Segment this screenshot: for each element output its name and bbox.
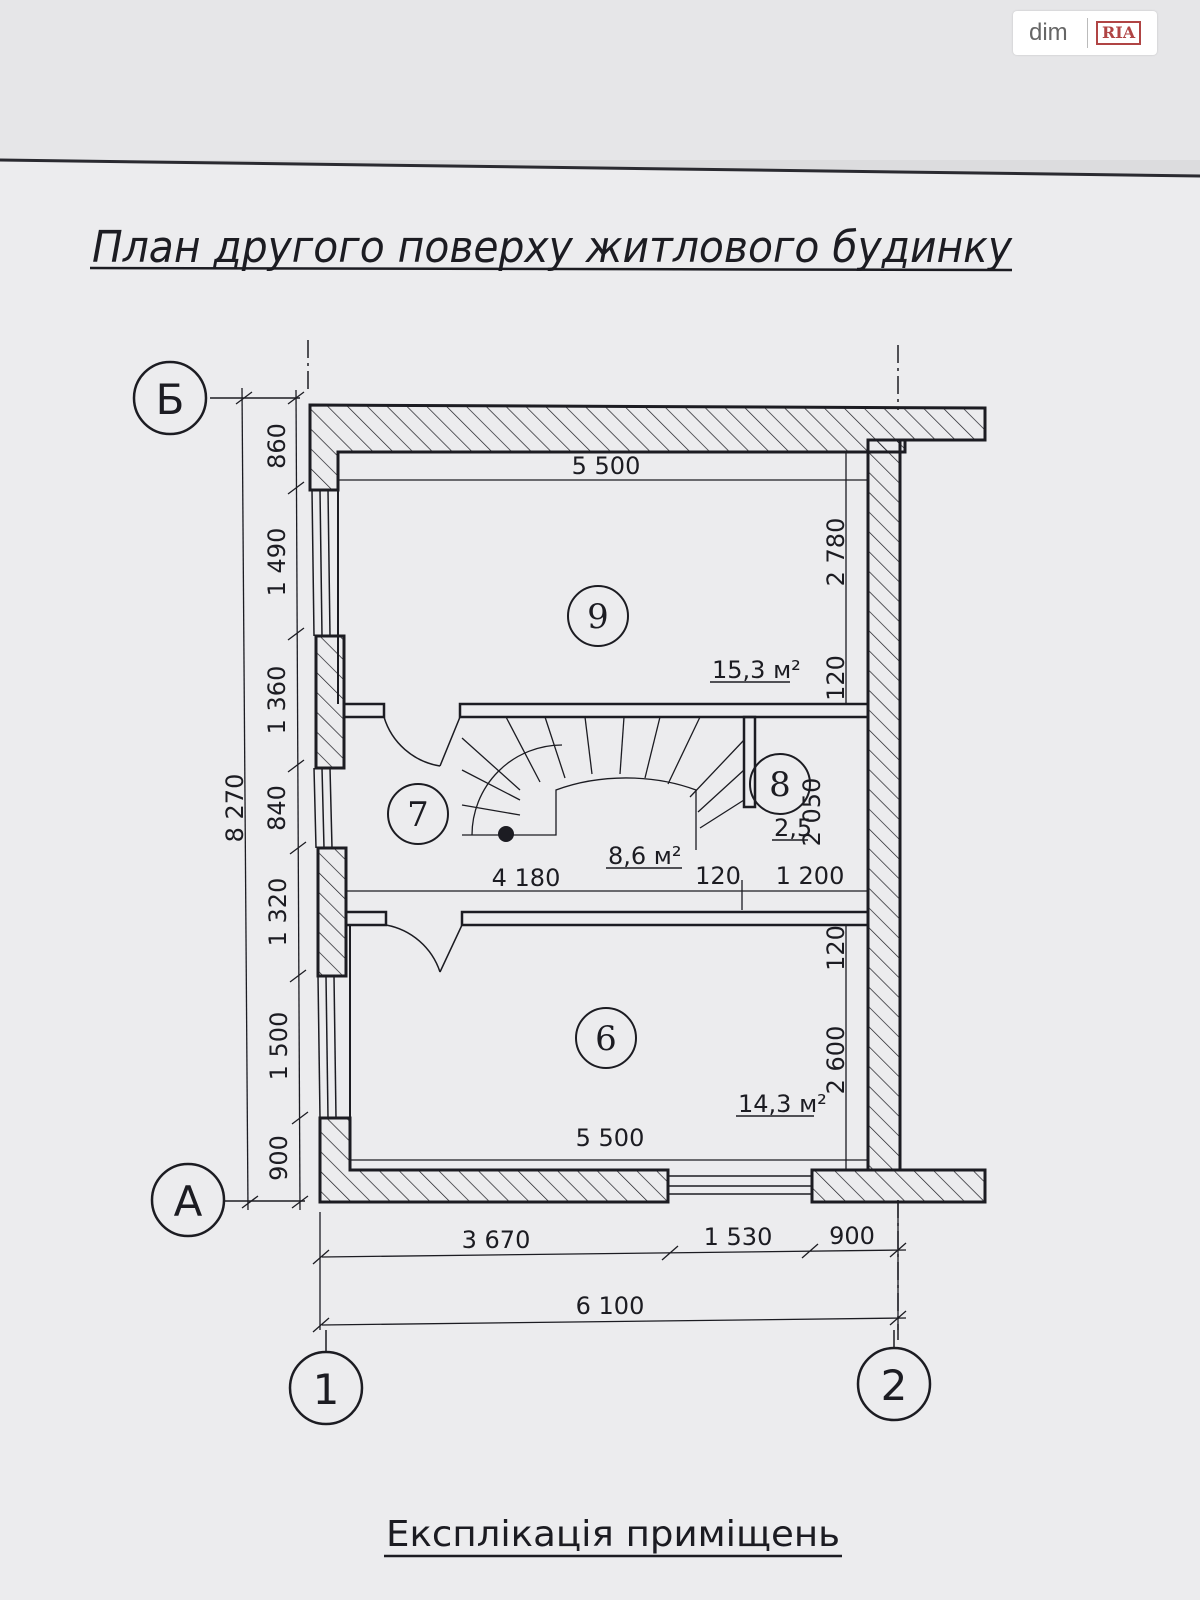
room-8-area: 2,5	[774, 814, 812, 842]
watermark-brand-ria: RIA	[1096, 21, 1142, 45]
axis-label-2: 2	[881, 1361, 908, 1410]
stair-treads	[461, 716, 745, 829]
room-6-area: 14,3 м²	[738, 1090, 827, 1118]
title-underline	[89, 266, 1013, 272]
dim-bottom-1: 3 670	[462, 1226, 531, 1254]
dim-bottom-2: 1 530	[704, 1223, 773, 1251]
plan-title: План другого поверху житлового будинку	[92, 222, 1013, 273]
axis-bubble-a	[150, 1162, 226, 1238]
dim-wall-low: 120	[822, 925, 850, 971]
room-7-number: 7	[407, 795, 429, 835]
dim-left-7: 900	[265, 1135, 293, 1181]
room-7-marker	[387, 783, 449, 845]
watermark-divider	[1087, 18, 1088, 48]
partition-7-6-left	[344, 910, 388, 927]
dim-r9-depth: 2 780	[822, 518, 850, 587]
axis-bubble-b	[132, 360, 208, 436]
dim-bottom-3: 900	[829, 1222, 875, 1250]
room-9-number: 9	[587, 597, 609, 637]
room-9-area: 15,3 м²	[712, 656, 801, 684]
left-windows	[311, 489, 337, 1119]
partition-7-8	[742, 715, 757, 809]
door-r7-r6	[385, 924, 463, 973]
bottom-dimension-ticks	[312, 1242, 907, 1333]
dim-left-2: 1 490	[263, 528, 291, 597]
left-pier-2	[316, 846, 348, 978]
dim-r8-depth: 2 050	[798, 778, 826, 847]
dim-r8-width: 1 200	[776, 862, 845, 890]
door-r7-r9	[383, 716, 461, 767]
dim-wall-top: 120	[822, 655, 850, 701]
dim-total-height: 8 270	[221, 774, 249, 843]
dim-r6-width: 5 500	[576, 1124, 645, 1152]
dim-left-4: 840	[263, 785, 291, 831]
axis-label-1: 1	[313, 1365, 340, 1414]
dim-r7-width: 4 180	[492, 864, 561, 892]
partition-9-7-left	[342, 702, 386, 719]
stair-post	[498, 826, 514, 842]
room-8-number: 8	[769, 765, 791, 805]
dim-r6-depth: 2 600	[822, 1026, 850, 1095]
room-7-area: 8,6 м²	[608, 842, 682, 870]
stair-stringer	[462, 777, 697, 850]
bottom-window	[668, 1175, 812, 1195]
dim-left-3: 1 360	[263, 666, 291, 735]
left-dimension-lines	[235, 387, 309, 1211]
sheet-edge	[0, 158, 1200, 178]
axis-label-b: Б	[156, 375, 185, 424]
dim-ria-watermark: dim RIA	[1013, 11, 1157, 55]
axis-label-a: А	[174, 1177, 203, 1226]
interior-dimension-lines	[338, 452, 868, 1170]
dim-left-1: 860	[263, 423, 291, 469]
left-dimension-ticks	[235, 391, 309, 1209]
upper-sheet	[0, 0, 1200, 160]
dim-left-6: 1 500	[265, 1012, 293, 1081]
doors	[383, 716, 463, 973]
room-9-marker	[567, 585, 629, 647]
dim-wall-mid: 120	[695, 862, 741, 890]
dim-r9-width: 5 500	[572, 452, 641, 480]
room-8-marker	[749, 753, 811, 815]
right-wall	[866, 438, 902, 1172]
room-6-marker	[575, 1007, 637, 1069]
partition-7-6-right	[460, 910, 870, 927]
watermark-brand-dim: dim	[1029, 19, 1068, 46]
walls	[308, 403, 987, 1204]
top-wall	[308, 403, 987, 492]
room-6-number: 6	[595, 1019, 617, 1059]
left-pier-1	[314, 634, 346, 770]
staircase	[461, 716, 745, 850]
dim-left-5: 1 320	[264, 878, 292, 947]
partition-9-7-right	[458, 702, 870, 719]
explication-title: Експлікація приміщень	[386, 1514, 840, 1555]
bottom-wall-right	[810, 1168, 987, 1204]
bottom-dimension-lines	[312, 1200, 907, 1333]
dim-total-width: 6 100	[576, 1292, 645, 1320]
